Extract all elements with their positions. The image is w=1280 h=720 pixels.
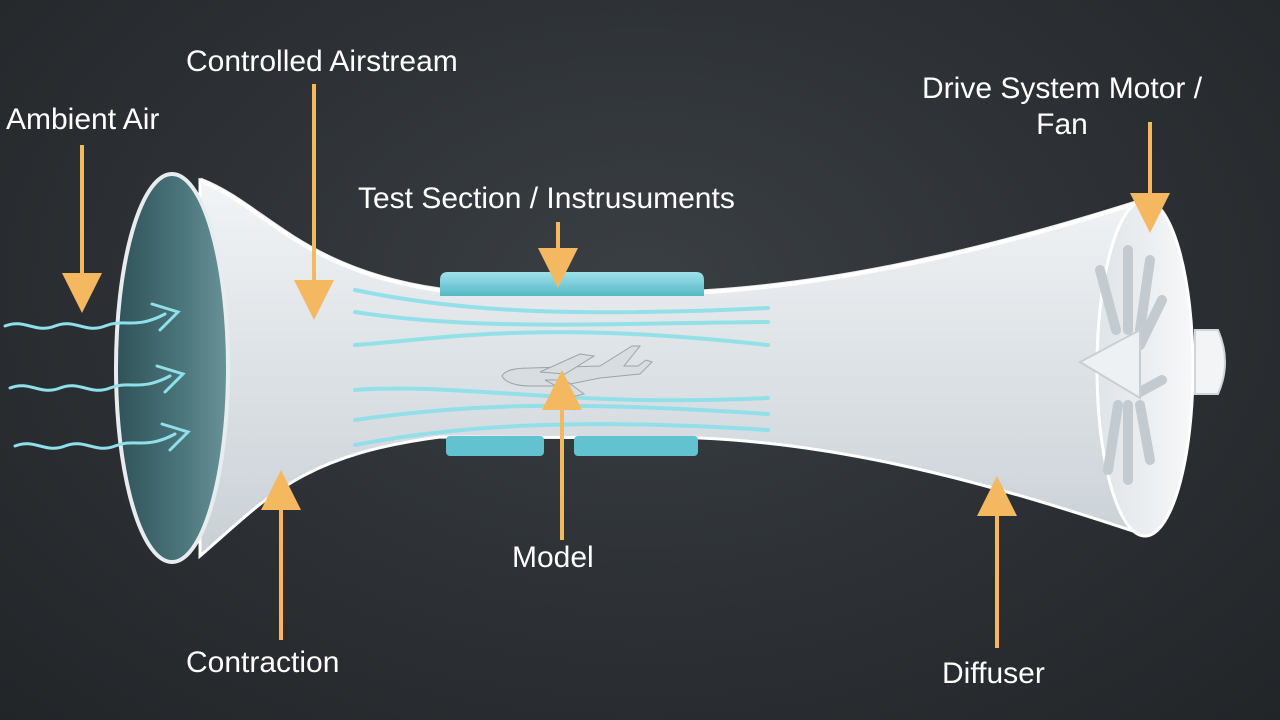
- contraction-label: Contraction: [186, 646, 340, 679]
- diffuser-label: Diffuser: [942, 657, 1045, 690]
- inlet-opening: [114, 172, 230, 564]
- controlled-airstream-label: Controlled Airstream: [186, 45, 458, 78]
- model-label: Model: [512, 541, 594, 574]
- drive-system-label: Drive System Motor / Fan: [922, 71, 1202, 143]
- fan-icon: [1077, 198, 1226, 538]
- pointer-arrows: [62, 84, 1170, 648]
- ambient-air-label: Ambient Air: [6, 103, 160, 136]
- streamlines: [353, 288, 770, 447]
- test-section-label: Test Section / Instrusuments: [358, 182, 735, 215]
- drive-system-label-line2: Fan: [1036, 108, 1088, 141]
- wavy-arrow-icon: [3, 302, 191, 452]
- tunnel-body: [198, 177, 1147, 560]
- drive-system-label-line1: Drive System Motor /: [922, 72, 1203, 105]
